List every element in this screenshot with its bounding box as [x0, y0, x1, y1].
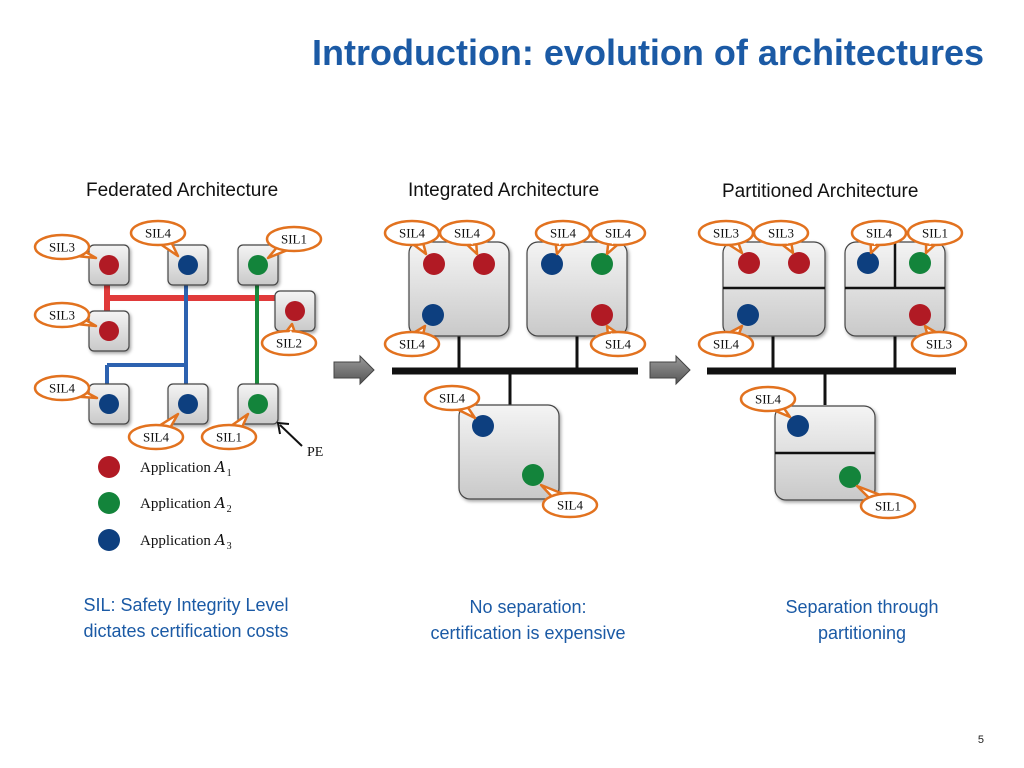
partitioned-architecture [707, 241, 956, 501]
app1-dot [423, 253, 445, 275]
sil-bubble-label: SIL4 [399, 226, 426, 241]
sil-bubble: SIL4 [697, 324, 755, 358]
sil-bubble-label: SIL4 [550, 226, 577, 241]
sil-bubble: SIL4 [438, 219, 496, 256]
app3-dot [178, 394, 198, 414]
app2-dot [522, 464, 544, 486]
app3-dot [737, 304, 759, 326]
sil-bubble: SIL4 [129, 219, 187, 258]
app1-dot [788, 252, 810, 274]
app1-dot [285, 301, 305, 321]
sil-bubble: SIL3 [910, 324, 968, 358]
sil-bubble: SIL3 [697, 219, 755, 255]
app3-dot [472, 415, 494, 437]
integrated-architecture [392, 241, 638, 500]
app3-dot [541, 253, 563, 275]
sil-bubble: SIL3 [33, 301, 98, 329]
app2-dot [909, 252, 931, 274]
sil-bubble-label: SIL4 [439, 391, 466, 406]
page-number: 5 [977, 734, 984, 746]
pe-pointer-arrow [279, 424, 303, 447]
sil-bubble-label: SIL2 [276, 336, 302, 351]
app2-dot [839, 466, 861, 488]
sil-bubble-label: SIL4 [755, 392, 782, 407]
processor-box [408, 241, 510, 337]
slide-title: Introduction: evolution of architectures [311, 32, 984, 73]
integrated-caption: No separation: certification is expensiv… [430, 597, 626, 643]
processor-box [526, 241, 628, 337]
partitioned-caption: Separation through partitioning [785, 597, 939, 643]
sil-bubble-label: SIL4 [49, 381, 76, 396]
sil-bubble: SIL4 [739, 385, 797, 419]
sil-bubble-label: SIL3 [49, 308, 75, 323]
sil-bubble-label: SIL4 [143, 430, 170, 445]
sil-bubble-label: SIL3 [768, 226, 794, 241]
app3-dot [787, 415, 809, 437]
sil-bubble: SIL2 [260, 322, 318, 357]
legend-app1-dot [98, 456, 120, 478]
sil-bubble-label: SIL3 [926, 337, 952, 352]
sil-bubble: SIL4 [383, 324, 441, 358]
app1-dot [473, 253, 495, 275]
app1-dot [909, 304, 931, 326]
legend-app3-dot [98, 529, 120, 551]
sil-bubble: SIL3 [33, 233, 98, 261]
sil-bubble-label: SIL4 [605, 337, 632, 352]
sil-bubble-label: SIL3 [49, 240, 75, 255]
sil-bubble: SIL4 [850, 219, 908, 255]
app3-dot [857, 252, 879, 274]
federated-heading: Federated Architecture [86, 180, 279, 201]
app3-dot [178, 255, 198, 275]
sil-bubble-label: SIL4 [605, 226, 632, 241]
sil-bubble: SIL3 [752, 219, 810, 255]
sil-bubble-label: SIL1 [922, 226, 948, 241]
transition-arrow [649, 354, 691, 386]
sil-bubble: SIL4 [127, 412, 185, 451]
sil-bubble: SIL1 [906, 219, 964, 255]
sil-bubble-label: SIL4 [866, 226, 893, 241]
sil-bubble-label: SIL1 [216, 430, 242, 445]
sil-bubble-label: SIL4 [145, 226, 172, 241]
sil-bubble: SIL4 [534, 219, 592, 256]
transition-arrow [333, 354, 375, 386]
sil-bubble: SIL1 [200, 412, 258, 451]
app3-dot [422, 304, 444, 326]
sil-bubble: SIL4 [589, 324, 647, 358]
sil-bubble-label: SIL4 [399, 337, 426, 352]
sil-bubble-label: SIL4 [557, 498, 584, 513]
sil-bubble: SIL1 [265, 225, 323, 260]
app2-dot [248, 394, 268, 414]
app1-dot [738, 252, 760, 274]
sil-bubble: SIL4 [33, 374, 99, 402]
pe-label: PE [307, 445, 323, 460]
legend-app2-dot [98, 492, 120, 514]
sil-bubble: SIL4 [539, 483, 599, 519]
app2-dot [591, 253, 613, 275]
sil-bubble-label: SIL3 [713, 226, 739, 241]
app1-dot [591, 304, 613, 326]
partitioned-heading: Partitioned Architecture [722, 181, 919, 202]
app1-dot [99, 321, 119, 341]
app2-dot [248, 255, 268, 275]
federated-caption: SIL: Safety Integrity Level dictates cer… [83, 595, 289, 641]
app1-dot [99, 255, 119, 275]
sil-bubble-label: SIL4 [454, 226, 481, 241]
app3-dot [99, 394, 119, 414]
sil-bubble-label: SIL1 [281, 232, 307, 247]
sil-bubble-label: SIL1 [875, 499, 901, 514]
sil-bubble: SIL4 [589, 219, 647, 256]
integrated-heading: Integrated Architecture [408, 180, 600, 201]
sil-bubble: SIL4 [423, 384, 481, 420]
sil-bubble: SIL1 [855, 484, 917, 520]
sil-bubble-label: SIL4 [713, 337, 740, 352]
